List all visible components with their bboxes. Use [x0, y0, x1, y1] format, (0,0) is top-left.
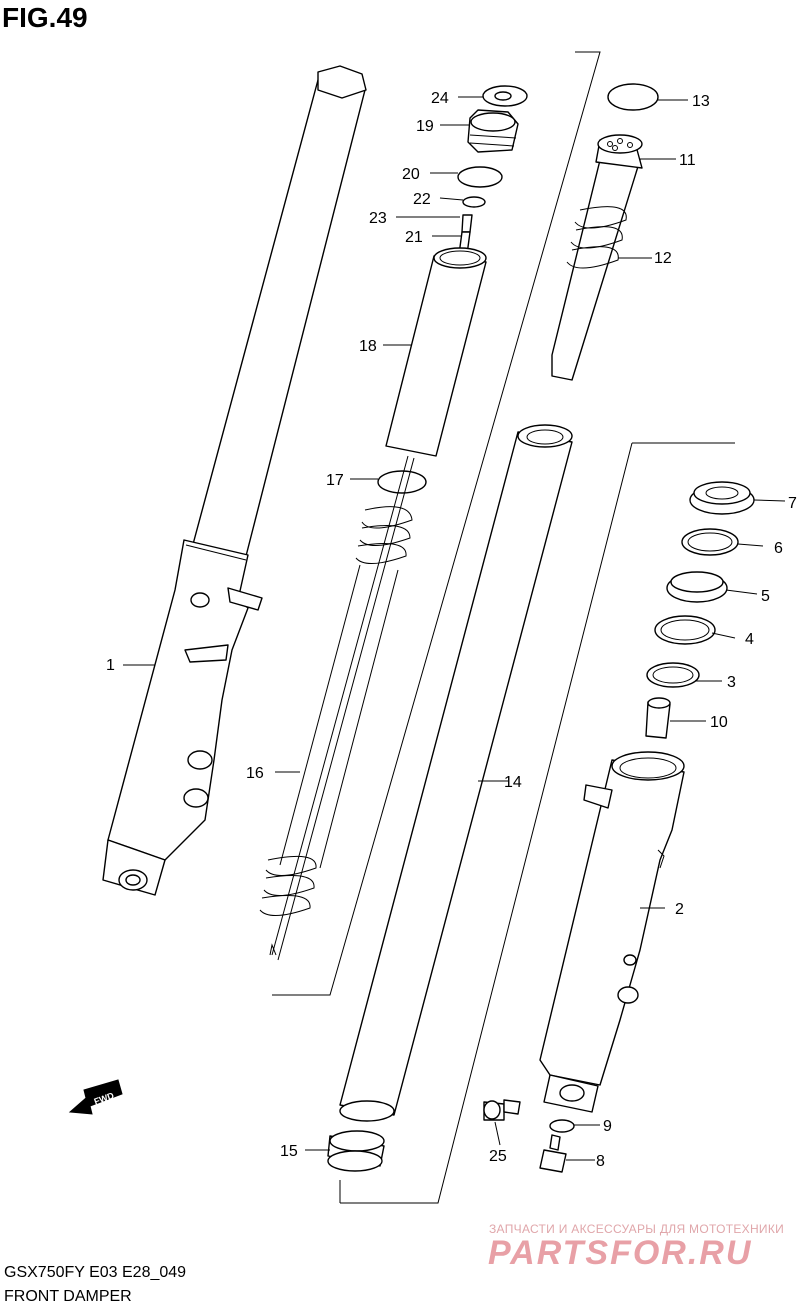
- part-1-outer-tube: [102, 65, 367, 896]
- model-code: GSX750FY E03 E28_049: [4, 1264, 187, 1281]
- callout-19: 19: [416, 118, 434, 135]
- part-2-outer-tube-right: [539, 751, 685, 1113]
- part-15-bushing: [327, 1130, 385, 1172]
- svg-text:PARTSFOR.RU: PARTSFOR.RU: [488, 1234, 752, 1272]
- callout-20: 20: [402, 166, 420, 183]
- callout-13: 13: [692, 93, 710, 110]
- part-25-bolt: [483, 1099, 521, 1121]
- callout-17: 17: [326, 472, 344, 489]
- part-18-spacer-tube: [385, 231, 487, 457]
- section-name: FRONT DAMPER: [4, 1288, 132, 1305]
- callout-23: 23: [369, 210, 387, 227]
- callout-10: 10: [710, 714, 728, 731]
- part-19-cap-bolt: [467, 109, 519, 153]
- callout-4: 4: [745, 631, 754, 648]
- watermark-tagline: ЗАПЧАСТИ И АКСЕССУАРЫ ДЛЯ МОТОТЕХНИКИ: [489, 1222, 785, 1236]
- callout-21: 21: [405, 229, 423, 246]
- callout-7: 7: [788, 495, 797, 512]
- callout-1: 1: [106, 657, 115, 674]
- callout-16: 16: [246, 765, 264, 782]
- callout-6: 6: [774, 540, 783, 557]
- callout-8: 8: [596, 1153, 605, 1170]
- part-20-o-ring: [457, 166, 503, 188]
- callout-9: 9: [603, 1118, 612, 1135]
- callout-25: 25: [489, 1148, 507, 1165]
- part-13-circlip: [607, 83, 659, 111]
- callout-5: 5: [761, 588, 770, 605]
- part-3-guide-metal: [646, 662, 700, 688]
- part-5-oil-seal: [666, 571, 728, 603]
- part-23-rod-end: [461, 214, 473, 233]
- callout-22: 22: [413, 191, 431, 208]
- fwd-arrow-icon: FWD: [68, 1079, 123, 1115]
- callout-3: 3: [727, 674, 736, 691]
- part-8-bolt: [539, 1134, 567, 1173]
- part-9-gasket: [549, 1119, 575, 1133]
- leader-lines: [123, 96, 786, 1161]
- part-4-retainer: [654, 615, 716, 645]
- callout-2: 2: [675, 901, 684, 918]
- part-14-inner-tube: [339, 424, 573, 1122]
- group-boundary-lines: [272, 51, 735, 1204]
- callout-15: 15: [280, 1143, 298, 1160]
- callout-14: 14: [504, 774, 522, 791]
- part-17-o-ring: [377, 470, 427, 494]
- part-24-washer: [482, 85, 528, 107]
- callout-12: 12: [654, 250, 672, 267]
- part-11-damper-rod: [551, 134, 643, 381]
- callout-24: 24: [431, 90, 449, 107]
- part-7-dust-seal: [689, 481, 755, 515]
- part-10-oil-lock-piece: [645, 697, 671, 739]
- callout-labels: 1 2 3 4 5 6 7 8 9 10 11 12 13 14 15 16 1…: [106, 90, 797, 1170]
- part-16-fork-spring: [259, 455, 415, 961]
- figure-title: FIG.49: [2, 2, 88, 33]
- callout-18: 18: [359, 338, 377, 355]
- callout-11: 11: [679, 152, 696, 169]
- watermark-logo: PARTSFOR.RU: [488, 1234, 752, 1272]
- part-22-o-ring-small: [462, 196, 486, 208]
- part-6-stopper-ring: [681, 528, 739, 556]
- part-12-rebound-spring: [566, 206, 627, 269]
